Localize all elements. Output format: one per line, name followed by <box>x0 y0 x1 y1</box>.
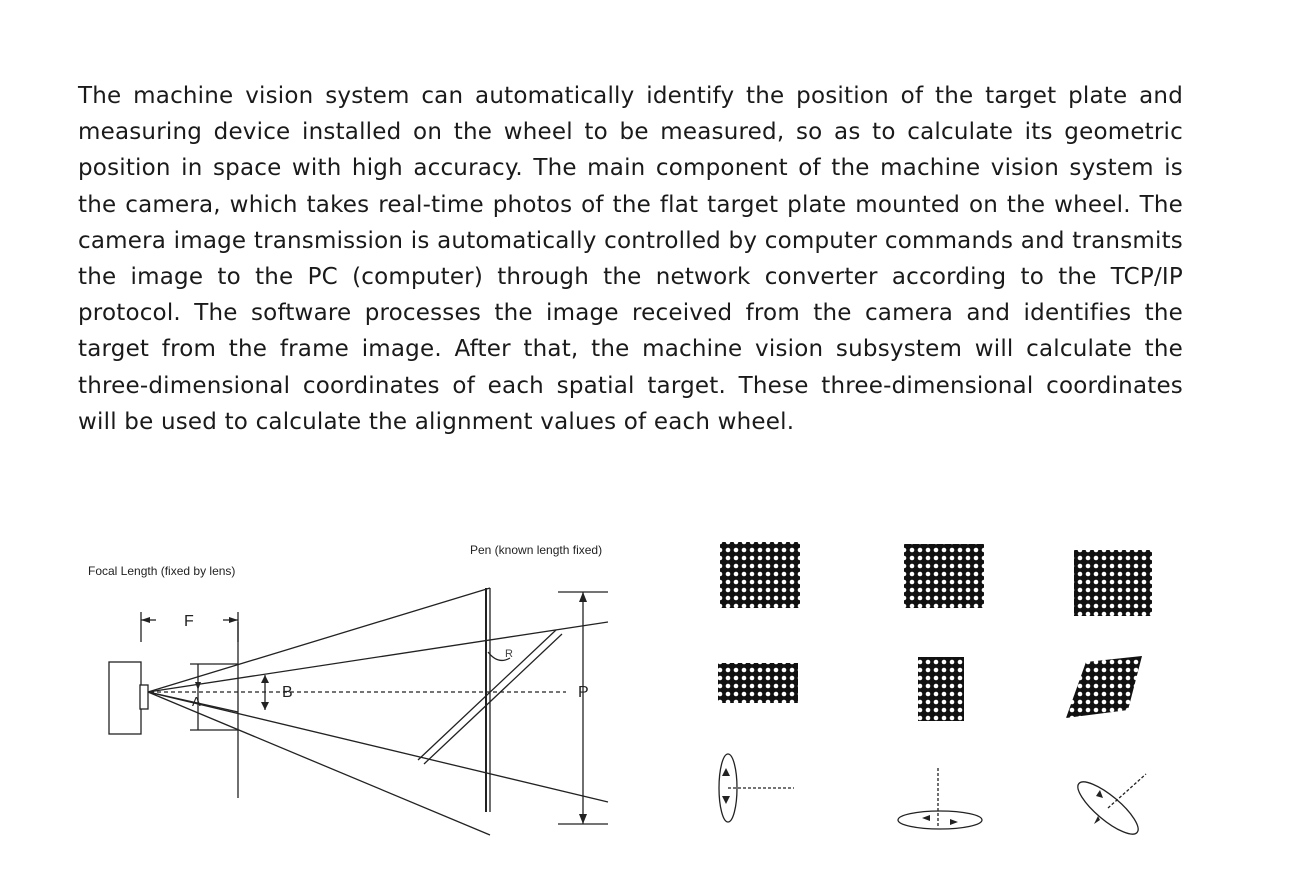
rotation-x-icon <box>718 753 738 823</box>
label-f: F <box>184 613 194 630</box>
camera-lens <box>139 684 149 710</box>
rotation-y-icon <box>897 810 983 830</box>
label-r: R <box>505 648 513 660</box>
target-plate-skewed <box>1066 656 1142 718</box>
label-a: A <box>192 694 201 709</box>
target-plate-front-2 <box>904 544 984 608</box>
target-plate-front-3 <box>1074 550 1152 616</box>
label-b: B <box>282 684 293 701</box>
camera-body <box>108 661 142 735</box>
target-plate-tilted-x <box>718 663 798 703</box>
pen-label: Pen (known length fixed) <box>470 543 602 557</box>
description-paragraph: The machine vision system can automatica… <box>78 83 1183 435</box>
target-plate-front <box>720 542 800 608</box>
target-orientation-diagram <box>718 542 1152 835</box>
target-plate-tilted-y <box>918 657 964 721</box>
label-p: P <box>578 684 589 701</box>
focal-length-label: Focal Length (fixed by lens) <box>88 564 235 578</box>
camera-geometry-diagram: Focal Length (fixed by lens) Pen (known … <box>88 543 609 836</box>
rotation-z-icon <box>1077 781 1139 835</box>
